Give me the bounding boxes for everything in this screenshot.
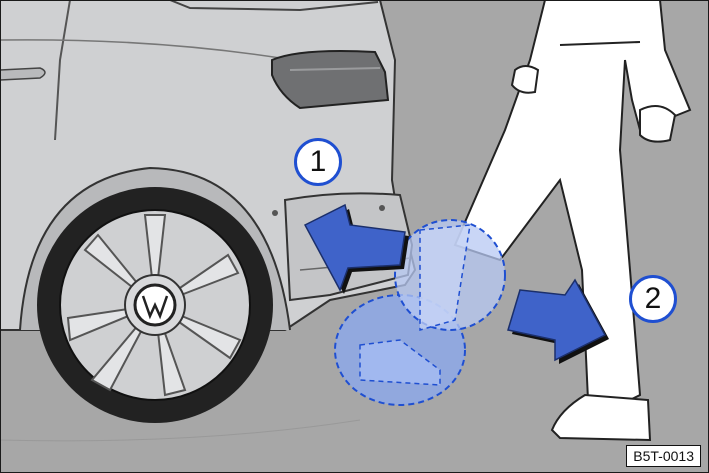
- person: [453, 0, 692, 442]
- callout-1: 1: [294, 138, 342, 186]
- arrow-right-icon: [507, 278, 609, 364]
- arrow-left-icon: [303, 203, 409, 294]
- figure-code: B5T-0013: [626, 445, 701, 467]
- kick-zone: [334, 219, 506, 406]
- callout-2: 2: [629, 275, 677, 323]
- rear-wheel: [37, 187, 273, 423]
